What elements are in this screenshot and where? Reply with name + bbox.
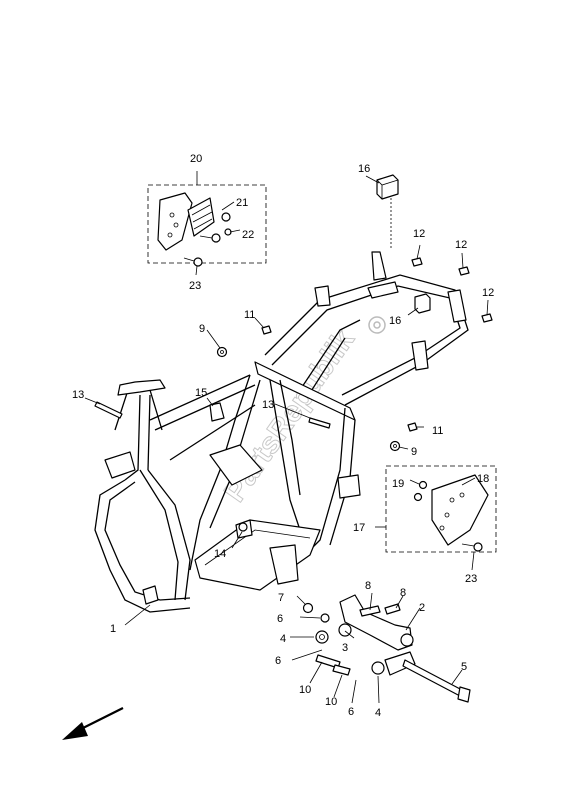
callout-10-right: 10 [325, 696, 337, 708]
bolt-23-right [461, 542, 483, 552]
clip-12 [411, 257, 493, 323]
rubber-16-frame [414, 293, 431, 314]
callout-14: 14 [214, 548, 226, 560]
clamp-15 [209, 402, 225, 422]
pin-13 [94, 401, 331, 429]
shaft-bolt-5 [402, 659, 471, 703]
callout-12-b: 12 [455, 239, 467, 251]
callout-18: 18 [477, 473, 489, 485]
leader-lines [84, 175, 489, 704]
bolt-8 [359, 603, 401, 617]
main-frame [94, 251, 469, 613]
callout-4-left: 4 [280, 633, 286, 645]
front-direction-arrow-icon [62, 707, 124, 740]
callout-22: 22 [242, 229, 254, 241]
rubber-16-top [376, 174, 399, 200]
callout-6-top: 6 [277, 613, 283, 625]
link-arm-4-6 [315, 623, 416, 676]
group-box-17 [385, 465, 497, 553]
clip-11 [261, 325, 418, 432]
callout-4-right: 4 [375, 707, 381, 719]
callout-13-right: 13 [262, 399, 274, 411]
engine-bracket-3 [339, 594, 414, 651]
right-footrest-bracket [431, 474, 489, 546]
callout-1: 1 [110, 623, 116, 635]
callout-6-bottom: 6 [348, 706, 354, 718]
callout-8-right: 8 [400, 587, 406, 599]
bolt-23-left [183, 257, 203, 267]
bolt-22 [199, 228, 232, 243]
callout-7: 7 [278, 592, 284, 604]
callout-5: 5 [461, 661, 467, 673]
callout-11-left: 11 [244, 309, 255, 321]
callout-17: 17 [353, 522, 365, 534]
callout-12-c: 12 [482, 287, 494, 299]
callout-12-a: 12 [413, 228, 425, 240]
washer-9 [216, 346, 401, 452]
callout-6-mid: 6 [275, 655, 281, 667]
callout-8-left: 8 [365, 580, 371, 592]
callout-19: 19 [392, 478, 404, 490]
group-box-20 [147, 184, 267, 264]
washer-6-7 [302, 602, 330, 623]
gear-icon [368, 316, 386, 334]
callout-21: 21 [236, 197, 248, 209]
callout-10-left: 10 [299, 684, 311, 696]
callout-23-left: 23 [189, 280, 201, 292]
bolt-19 [413, 480, 428, 502]
bolt-10 [315, 654, 351, 676]
callout-9-right: 9 [411, 446, 417, 458]
callout-9-left: 9 [199, 323, 205, 335]
bolt-21 [221, 212, 231, 222]
callout-20: 20 [190, 153, 202, 165]
callout-16-top: 16 [358, 163, 370, 175]
callout-13-left: 13 [72, 389, 84, 401]
callout-11-right: 11 [432, 425, 443, 437]
callout-2: 2 [419, 602, 425, 614]
left-footrest-bracket [157, 192, 215, 251]
callout-15: 15 [195, 387, 207, 399]
callout-labels: 1 2 3 4 4 5 6 6 6 7 8 8 9 9 10 10 11 11 … [72, 153, 494, 719]
callout-23-right: 23 [465, 573, 477, 585]
callout-3: 3 [342, 642, 348, 654]
damper-14 [238, 522, 248, 532]
callout-16-frame: 16 [389, 315, 401, 327]
